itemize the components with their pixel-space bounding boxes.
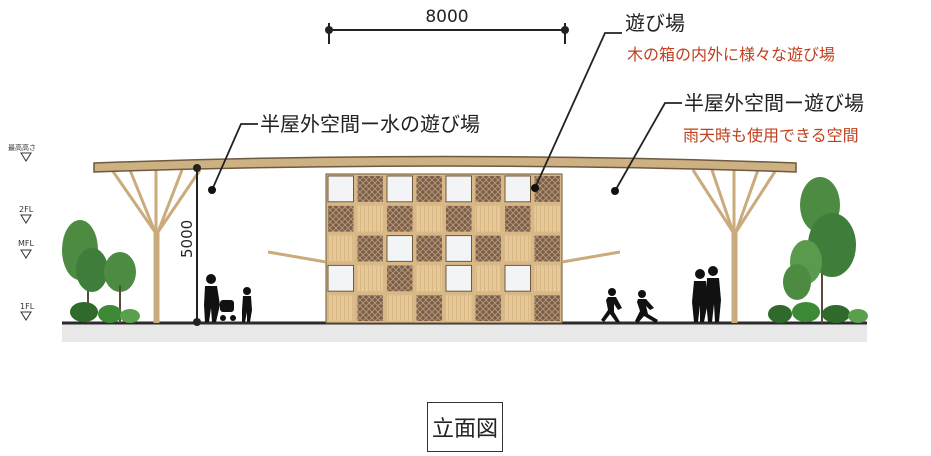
level-label-top: 最高高さ xyxy=(8,143,36,152)
box-panel-window xyxy=(504,175,531,203)
box-panel-lattice xyxy=(505,205,531,232)
box-panel-window xyxy=(445,264,472,292)
annotation-left-title: 半屋外空間ー水の遊び場 xyxy=(260,112,480,136)
box-panel-lattice xyxy=(475,295,501,321)
box-panel-slats xyxy=(357,265,383,292)
annotation-right-title: 半屋外空間ー遊び場 xyxy=(684,91,864,115)
caption-label: 立面図 xyxy=(431,417,498,442)
box-panel-window xyxy=(327,175,354,203)
ground-shadow xyxy=(62,324,867,342)
annotation-center-title: 遊び場 xyxy=(625,11,685,35)
box-panel-slats xyxy=(416,265,442,292)
box-panel-window xyxy=(445,175,472,203)
box-panel-lattice xyxy=(416,176,442,202)
box-panel-slats xyxy=(505,235,531,262)
left-tree-column xyxy=(110,169,202,323)
width-dim-left-dot xyxy=(325,26,333,34)
box-panel-lattice xyxy=(357,235,383,262)
level-marker-top: 最高高さ xyxy=(8,143,36,162)
level-label-2fl: 2FL xyxy=(19,205,34,214)
left-trees xyxy=(62,220,140,323)
box-panel-lattice xyxy=(387,265,413,292)
level-marker-1fl: 1FL xyxy=(20,302,35,321)
leader-dot-left xyxy=(208,186,216,194)
right-eave-stick xyxy=(561,250,621,264)
box-panel-slats xyxy=(328,295,354,321)
people-children-running xyxy=(601,288,658,323)
level-triangle-1fl xyxy=(20,311,32,321)
box-panel-slats xyxy=(475,265,501,292)
box-panel-slats xyxy=(534,205,560,232)
box-panel-slats xyxy=(357,205,383,232)
annotation-center-subtitle: 木の箱の内外に様々な遊び場 xyxy=(627,45,835,64)
roof xyxy=(93,155,797,173)
box-panel-lattice xyxy=(416,295,442,321)
box-panel-slats xyxy=(475,205,501,232)
people-left-family xyxy=(204,274,252,322)
level-triangle-2fl xyxy=(20,214,32,224)
box-panel-window xyxy=(386,235,413,262)
box-panel-slats xyxy=(505,295,531,321)
wooden-play-box xyxy=(325,173,563,324)
people-right-couple xyxy=(692,266,721,322)
box-panel-slats xyxy=(534,265,560,292)
caption-box: 立面図 xyxy=(427,402,503,452)
width-dimension-label: 8000 xyxy=(425,7,468,27)
level-marker-mfl: MFL xyxy=(18,239,35,259)
box-panel-lattice xyxy=(475,235,501,262)
level-marker-2fl: 2FL xyxy=(19,205,34,224)
box-panel-lattice xyxy=(446,205,472,232)
box-panel-lattice xyxy=(534,295,560,321)
box-panel-window xyxy=(386,175,413,203)
box-panel-lattice xyxy=(328,205,354,232)
leader-dot-center xyxy=(531,184,539,192)
width-dim-right-dot xyxy=(561,26,569,34)
box-panel-slats xyxy=(328,235,354,262)
box-panel-slats xyxy=(416,205,442,232)
box-panel-lattice xyxy=(387,205,413,232)
box-panel-lattice xyxy=(357,176,383,202)
level-label-mfl: MFL xyxy=(18,239,35,248)
height-dim-top-dot xyxy=(193,164,201,172)
leader-dot-right xyxy=(611,187,619,195)
right-tree-column xyxy=(691,169,778,323)
level-triangle-mfl xyxy=(20,249,32,259)
box-panel-lattice xyxy=(416,235,442,262)
box-panel-lattice xyxy=(534,235,560,262)
box-panel-window xyxy=(504,264,531,292)
height-dim-bottom-dot xyxy=(193,318,201,326)
box-panel-slats xyxy=(387,295,413,321)
box-panel-lattice xyxy=(475,176,501,202)
level-triangle-top xyxy=(20,152,32,162)
height-dimension-label: 5000 xyxy=(178,220,196,258)
left-eave-stick xyxy=(267,250,327,264)
leader-lines xyxy=(211,32,682,192)
box-panel-lattice xyxy=(357,295,383,321)
box-panel-window xyxy=(327,264,354,292)
level-label-1fl: 1FL xyxy=(20,302,35,311)
annotation-right-subtitle: 雨天時も使用できる空間 xyxy=(683,126,859,145)
box-panel-window xyxy=(445,235,472,262)
box-panel-slats xyxy=(446,295,472,321)
right-trees xyxy=(768,177,868,323)
